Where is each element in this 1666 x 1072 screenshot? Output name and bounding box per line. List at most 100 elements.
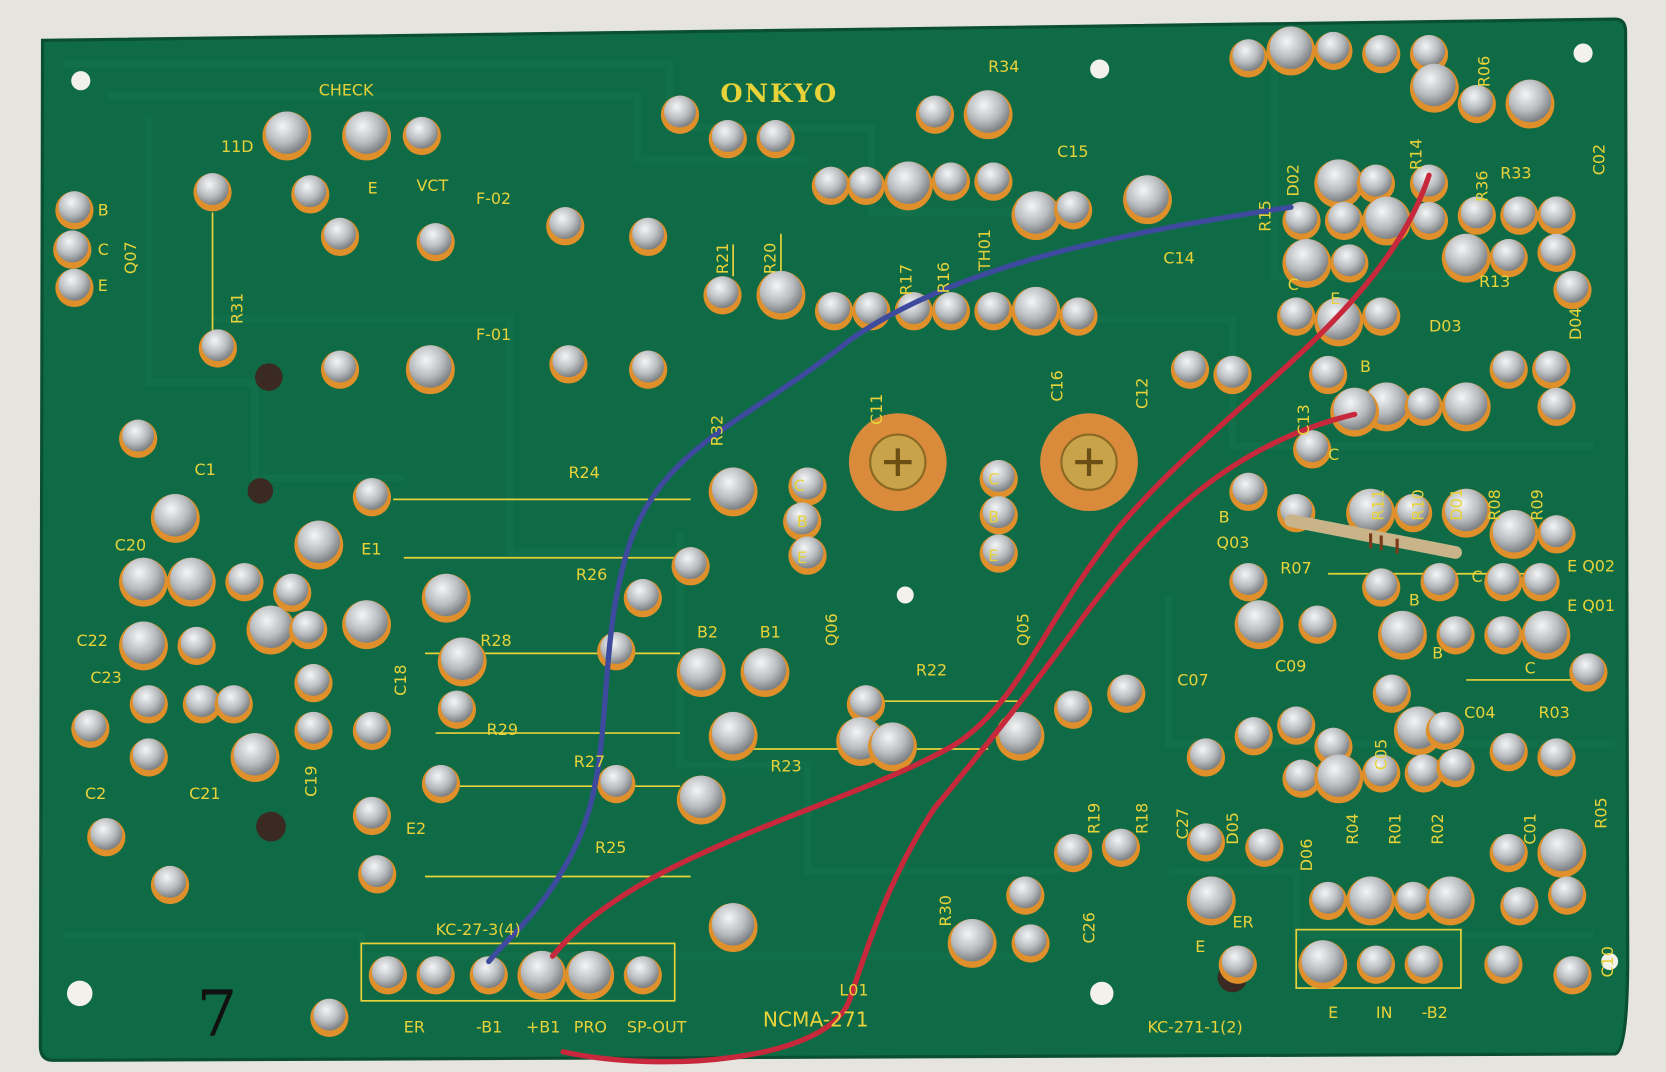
solder-joint: [568, 950, 611, 994]
solder-joint: [1524, 563, 1557, 595]
silkscreen-label-b2: B2: [697, 622, 718, 641]
solder-joint: [405, 116, 438, 149]
solder-joint: [887, 161, 930, 204]
silkscreen-label-c18: C18: [391, 665, 410, 696]
silkscreen-label-c1: C1: [194, 460, 215, 479]
silkscreen-label-r14: R14: [1407, 139, 1426, 170]
solder-joint: [1439, 616, 1472, 649]
solder-joint: [122, 419, 155, 452]
solder-joint: [1407, 945, 1440, 978]
solder-joint: [265, 111, 309, 155]
solder-joint: [1062, 297, 1095, 330]
solder-joint: [361, 855, 394, 888]
silkscreen-label-th01: TH01: [975, 229, 994, 272]
solder-joint: [1444, 488, 1488, 532]
silkscreen-label-c26: C26: [1079, 912, 1098, 943]
silkscreen-label-e: E: [797, 548, 807, 567]
solder-joint: [818, 292, 850, 325]
solder-joint: [122, 557, 165, 601]
silkscreen-label-c01: C01: [1520, 813, 1539, 844]
silkscreen-label-c19: C19: [302, 765, 321, 796]
solder-joint: [90, 818, 123, 850]
solder-joint: [759, 120, 792, 152]
silkscreen-label-e1: E1: [361, 540, 381, 559]
silkscreen-label-c: C: [794, 476, 805, 495]
solder-joint: [1413, 35, 1445, 67]
solder-joint: [1556, 956, 1589, 989]
silkscreen-label-r36: R36: [1472, 171, 1491, 202]
silkscreen-label-r18: R18: [1132, 803, 1151, 834]
solder-joint: [1540, 515, 1573, 548]
solder-joint: [1269, 26, 1313, 70]
solder-joint: [154, 494, 197, 537]
solder-joint: [294, 175, 327, 208]
solder-joint: [1365, 297, 1398, 330]
solder-joint: [440, 690, 473, 723]
solder-joint: [1359, 164, 1392, 197]
silkscreen-label-c12: C12: [1132, 378, 1151, 409]
solder-joint: [1014, 191, 1058, 234]
solder-joint: [1301, 940, 1345, 983]
solder-joint: [1359, 945, 1392, 978]
pin-sp-out: SP-OUT: [627, 1018, 687, 1037]
solder-joint: [1540, 233, 1573, 266]
silkscreen-label-r06: R06: [1475, 56, 1494, 87]
silkscreen-label-d05: D05: [1223, 812, 1242, 845]
solder-joint: [132, 738, 165, 771]
solder-joint: [355, 796, 388, 829]
solder-joint: [1333, 244, 1366, 277]
silkscreen-label-c05: C05: [1372, 739, 1391, 770]
solder-joint: [1349, 488, 1392, 532]
silkscreen-label-c: C: [988, 469, 999, 488]
solder-joint: [196, 173, 229, 206]
solder-joint: [626, 579, 659, 611]
silkscreen-label-c: C: [98, 240, 109, 259]
solder-joint: [297, 664, 330, 696]
solder-joint: [982, 534, 1015, 567]
silkscreen-label-d06: D06: [1297, 839, 1316, 872]
silkscreen-label-r16: R16: [934, 262, 953, 293]
solder-joint: [170, 557, 213, 601]
silkscreen-label-e: E: [988, 546, 998, 565]
solder-joint: [132, 685, 165, 718]
solder-joint: [982, 460, 1015, 492]
solder-joint: [1280, 706, 1313, 739]
solder-joint: [552, 345, 585, 378]
solder-joint: [1524, 610, 1568, 654]
solder-joint: [982, 496, 1015, 529]
solder-joint: [966, 90, 1010, 133]
silkscreen-label-q07: Q07: [121, 241, 140, 274]
connector-left-id: KC-27-3(4): [436, 920, 521, 939]
solder-joint: [1296, 430, 1329, 463]
solder-joint: [228, 563, 261, 595]
silkscreen-label-c23: C23: [90, 668, 121, 687]
silkscreen-label-e: E: [1195, 937, 1205, 956]
silkscreen-label-b1: B1: [760, 622, 781, 641]
solder-joint: [122, 621, 165, 665]
silkscreen-label-r25: R25: [595, 838, 626, 857]
solder-joint: [1126, 175, 1169, 218]
solder-joint: [292, 610, 325, 643]
solder-joint: [185, 685, 218, 718]
silkscreen-label-f02: F-02: [476, 189, 511, 208]
solder-joint: [680, 775, 723, 819]
solder-joint: [276, 573, 309, 606]
solder-joint: [1492, 834, 1525, 866]
silkscreen-label-r10: R10: [1409, 489, 1428, 520]
solder-joint: [1317, 754, 1360, 797]
solder-joint: [154, 865, 186, 898]
solder-joint: [440, 637, 484, 680]
silkscreen-label-r23: R23: [770, 756, 801, 775]
silkscreen-label-r05: R05: [1591, 797, 1610, 828]
silkscreen-label-r01: R01: [1385, 813, 1404, 844]
solder-joint: [1189, 823, 1222, 856]
solder-joint: [1572, 653, 1605, 686]
silkscreen-label-r21: R21: [713, 243, 732, 274]
silkscreen-label-vct: VCT: [417, 176, 449, 195]
solder-joint: [680, 648, 723, 691]
solder-joint: [1365, 196, 1408, 240]
solder-joint: [1057, 834, 1090, 866]
pin-plus-b1: +B1: [526, 1018, 560, 1037]
solder-joint: [711, 467, 755, 510]
solder-joint: [977, 292, 1010, 325]
